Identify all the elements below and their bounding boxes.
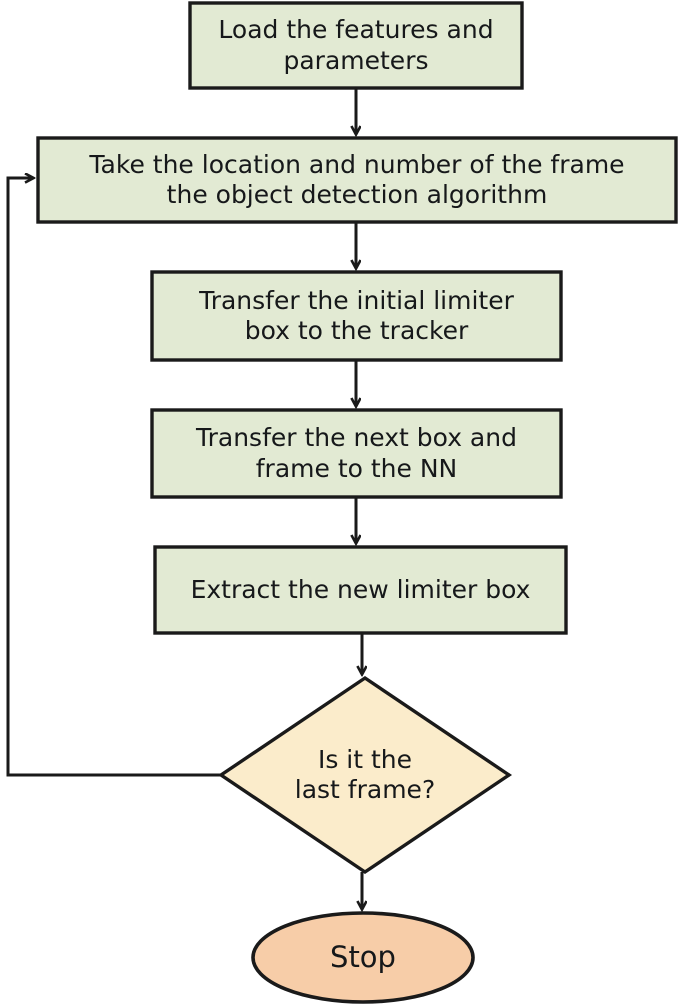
edge-decision-loopback — [6, 178, 221, 777]
node-extract-new-box[interactable] — [153, 545, 568, 635]
node-transfer-initial-box[interactable] — [150, 270, 563, 362]
node-load-features[interactable] — [188, 1, 524, 90]
node-transfer-next-box[interactable] — [150, 408, 563, 499]
node-take-location[interactable] — [36, 136, 678, 224]
node-is-last-frame[interactable] — [217, 675, 513, 875]
node-stop[interactable] — [251, 911, 475, 1004]
